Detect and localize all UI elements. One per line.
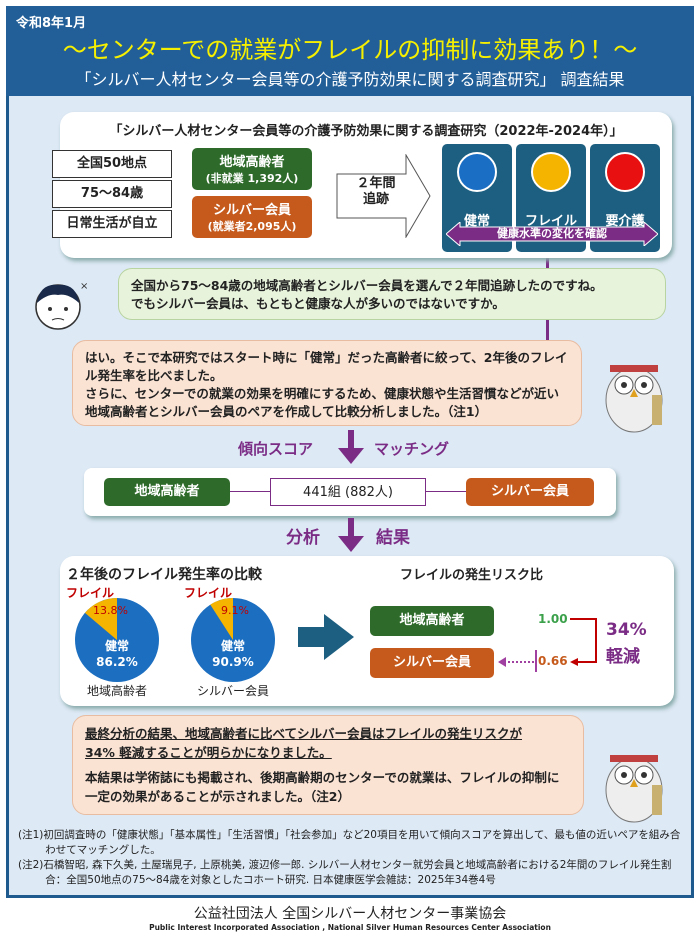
result-label: 結果 <box>376 528 410 548</box>
frail-circle-icon <box>531 152 571 192</box>
risk-title: フレイルの発生リスク比 <box>400 568 544 583</box>
risk-value-1: 1.00 <box>538 612 568 626</box>
right-arrow-icon <box>298 614 354 660</box>
pie-2-label: シルバー会員 <box>196 684 269 698</box>
pie-healthy-label: 健常 <box>221 638 245 653</box>
pie-1-frail-label: フレイル <box>66 586 115 600</box>
risk-reduction: 34% <box>606 620 647 640</box>
pie-healthy-label: 健常 <box>105 638 129 653</box>
conclusion-line-1: 最終分析の結果、地域高齢者に比べてシルバー会員はフレイルの発生リスクが <box>85 726 523 741</box>
question-line-2: でもシルバー会員は、もともと健康な人が多いのではないですか。 <box>131 296 505 311</box>
chart-title: ２年後のフレイル発生率の比較 <box>66 567 262 583</box>
risk-bracket <box>498 618 597 672</box>
owl-mascot-icon-2 <box>605 755 663 823</box>
question-bubble: 全国から75～84歳の地域高齢者とシルバー会員を選んで２年間追跡したのですね。 … <box>118 268 666 320</box>
down-arrow-icon <box>338 430 364 464</box>
pie-healthy-value: 90.9% <box>212 655 254 669</box>
date: 令和8年1月 <box>16 16 87 31</box>
results-panel: ２年後のフレイル発生率の比較 13.8% 健常 86.2% 9.1% 健常 90.9% 地… <box>60 556 674 706</box>
answer-line-2: さらに、センターでの就業の効果を明確にするため、健康状態や生活習慣などが近い地域… <box>85 386 560 419</box>
conclusion-line-3: 本結果は学術誌にも掲載され、後期高齢期のセンターでの就業は、フレイルの抑制に一定… <box>85 770 560 804</box>
pie-healthy-value: 86.2% <box>96 655 138 669</box>
double-arrow-label: 健康水準の変化を確認 <box>497 227 607 240</box>
risk-group-community: 地域高齢者 <box>370 606 494 636</box>
question-line-1: 全国から75～84歳の地域高齢者とシルバー会員を選んで２年間追跡したのですね。 <box>131 278 603 293</box>
down-arrow-icon-2 <box>338 518 364 552</box>
footnotes: (注1)初回調査時の「健康状態」「基本属性」「生活習慣」「社会参加」など20項目… <box>18 828 686 888</box>
analysis-label: 分析 <box>286 528 320 548</box>
footer-org: 公益社団法人 全国シルバー人材センター事業協会 <box>193 906 507 922</box>
pie-charts: 13.8% 健常 86.2% 9.1% 健常 90.9% <box>75 598 275 682</box>
group-community-elderly: 地域高齢者(非就業 1,392人) <box>192 148 312 190</box>
risk-reduction-label: 軽減 <box>606 647 640 667</box>
pie-slice-frail <box>84 598 117 640</box>
person-face-icon: × <box>35 281 88 330</box>
matching-panel: 地域高齢者 441組 (882人) シルバー会員 <box>84 468 616 516</box>
pie-slice-frail <box>210 598 233 640</box>
page-title: ～センターでの就業がフレイルの抑制に効果あり！～ <box>62 36 638 64</box>
page-subtitle: 「シルバー人材センター会員等の介護予防効果に関する調査研究」 調査結果 <box>75 70 625 89</box>
study-panel: 「シルバー人材センター会員等の介護予防効果に関する調査研究（2022年-2024… <box>52 112 672 258</box>
criteria-2: 75～84歳 <box>52 180 172 208</box>
matching-count: 441組 (882人) <box>270 478 426 506</box>
matching-label-right: マッチング <box>374 440 450 458</box>
care-circle-icon <box>605 152 645 192</box>
risk-group-silver: シルバー会員 <box>370 648 494 678</box>
footnote-2: (注2)石橋智昭, 森下久美, 土屋瑞見子, 上原桃美, 渡辺修一郎. シルバー… <box>18 859 672 886</box>
owl-mascot-icon <box>605 365 663 433</box>
matching-label-left: 傾向スコア <box>238 440 314 458</box>
pie-1-label: 地域高齢者 <box>86 684 147 698</box>
conclusion-line-2: 34% 軽減することが明らかになりました。 <box>85 745 332 760</box>
pie-frail-value: 13.8% <box>93 604 128 617</box>
criteria-1: 全国50地点 <box>52 150 172 178</box>
risk-value-2: 0.66 <box>538 654 568 668</box>
follow-arrow-icon <box>336 154 431 238</box>
footnote-1: (注1)初回調査時の「健康状態」「基本属性」「生活習慣」「社会参加」など20項目… <box>18 829 681 856</box>
footer-org-en: Public Interest Incorporated Association… <box>149 923 551 932</box>
criteria-3: 日常生活が自立 <box>52 210 172 238</box>
answer-bubble: はい。そこで本研究ではスタート時に「健常」だった高齢者に絞って、2年後のフレイル… <box>72 340 582 426</box>
pie-2-frail-label: フレイル <box>184 586 233 600</box>
conclusion-bubble: 最終分析の結果、地域高齢者に比べてシルバー会員はフレイルの発生リスクが 34% … <box>72 715 584 815</box>
follow-label: ２年間 追跡 <box>356 176 396 207</box>
study-title: 「シルバー人材センター会員等の介護予防効果に関する調査研究（2022年-2024… <box>109 124 623 139</box>
matching-group-silver: シルバー会員 <box>466 478 594 506</box>
pie-frail-value: 9.1% <box>221 604 249 617</box>
matching-group-community: 地域高齢者 <box>104 478 230 506</box>
healthy-circle-icon <box>457 152 497 192</box>
header: 令和8年1月 ～センターでの就業がフレイルの抑制に効果あり！～ 「シルバー人材セ… <box>6 6 694 96</box>
svg-text:×: × <box>80 281 88 292</box>
group-silver-member: シルバー会員(就業者2,095人) <box>192 196 312 238</box>
double-arrow-icon <box>446 222 658 246</box>
answer-line-1: はい。そこで本研究ではスタート時に「健常」だった高齢者に絞って、2年後のフレイル… <box>85 350 568 383</box>
